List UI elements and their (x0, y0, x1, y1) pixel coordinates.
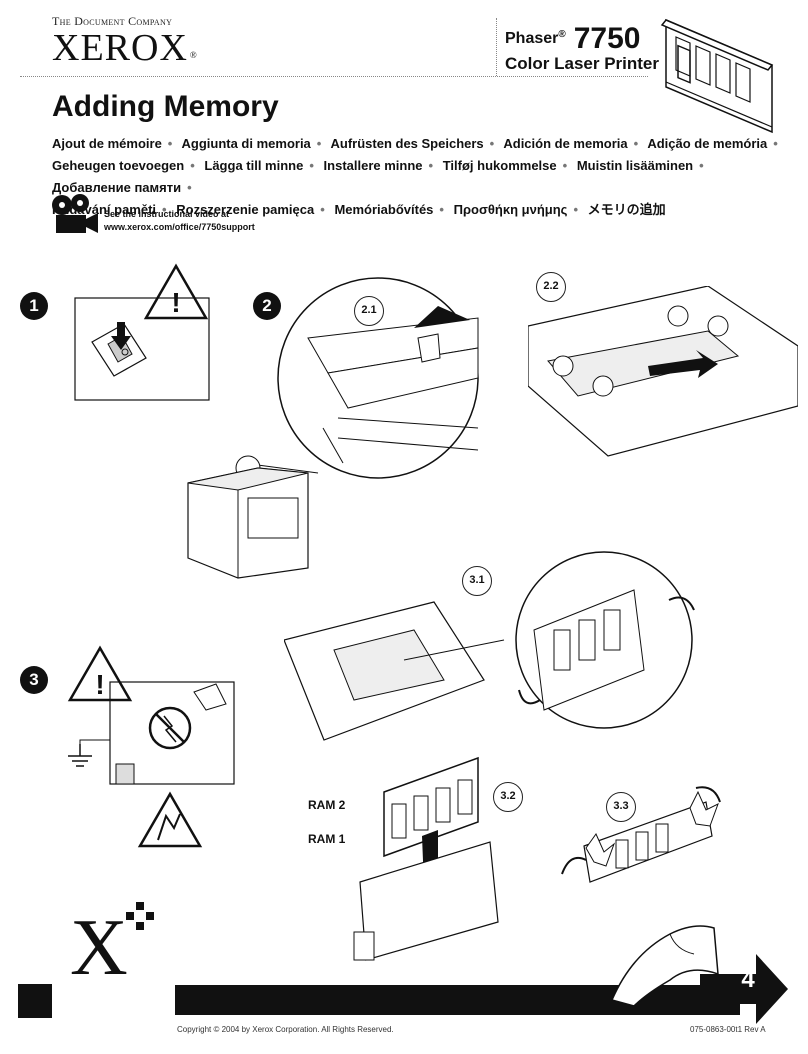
warning-icon (67, 645, 133, 702)
next-page-arrow[interactable] (700, 954, 788, 1024)
page-number: 4 (741, 966, 755, 993)
page-turn-hand-icon (610, 925, 719, 1006)
power-switch-icon (91, 322, 147, 377)
translation-hu: Memóriabővítés (334, 202, 434, 217)
step-3-3-illustration (561, 786, 721, 883)
translation-ja: メモリの追加 (587, 202, 666, 217)
step-3-illustration: ! (67, 645, 235, 848)
translation-el: Προσθήκη μνήμης (453, 202, 568, 217)
translation-no: Installere minne (323, 158, 423, 173)
page-title: Adding Memory (52, 90, 279, 123)
video-note-line1: See the instructional video at (104, 209, 230, 219)
svg-text:X: X (70, 904, 128, 980)
header-vertical-divider (496, 18, 497, 76)
copyright-text: Copyright © 2004 by Xerox Corporation. A… (177, 1025, 394, 1034)
translation-fi: Muistin lisääminen (576, 158, 694, 173)
header-divider (20, 76, 648, 77)
substep-2-1-label: 2.1 (354, 296, 384, 326)
substep-3-3-label: 3.3 (606, 792, 636, 822)
svg-text:!: ! (171, 287, 180, 318)
warning-icon (143, 263, 209, 320)
translation-ru: Добавление памяти (52, 180, 182, 195)
product-reg-mark: ® (558, 29, 566, 40)
product-name: Phaser (505, 30, 559, 47)
substep-3-2-label: 3.2 (493, 782, 523, 812)
memory-module-icon (660, 18, 774, 134)
esd-icon (137, 791, 203, 848)
translation-da: Tilføj hukommelse (442, 158, 557, 173)
product-subtitle: Color Laser Printer (505, 54, 659, 73)
ram-1-label: RAM 1 (308, 832, 346, 846)
translation-sv: Lägga till minne (204, 158, 304, 173)
no-static-icon (148, 706, 192, 750)
xerox-logo: XEROX® (52, 27, 198, 69)
translation-de: Aufrüsten des Speichers (330, 136, 484, 151)
company-tagline: The Document Company (52, 14, 173, 28)
step-1-illustration: ! (74, 263, 210, 401)
translation-es: Adición de memoria (503, 136, 628, 151)
title-translations: Ajout de mémoire• Aggiunta di memoria• A… (52, 136, 778, 217)
video-camera-icon (52, 194, 98, 233)
translation-fr: Ajout de mémoire (52, 136, 162, 151)
translation-pl: Rozszerzenie pamięca (176, 202, 315, 217)
video-note: See the instructional video at www.xerox… (104, 208, 255, 234)
video-note-url[interactable]: www.xerox.com/office/7750support (104, 222, 255, 232)
step-2-2-illustration (528, 286, 798, 457)
ram-2-label: RAM 2 (308, 798, 346, 812)
step-3-number: 3 (20, 666, 48, 694)
product-model: 7750 (573, 22, 641, 55)
step-3-1-illustration (284, 551, 695, 741)
svg-text:!: ! (95, 669, 104, 700)
product-name-block: Phaser® 7750 Color Laser Printer (505, 22, 659, 74)
step-3-2-illustration (353, 756, 499, 961)
xerox-x-logo-icon: X (70, 902, 154, 980)
translation-it: Aggiunta di memoria (181, 136, 311, 151)
step-2-number: 2 (253, 292, 281, 320)
substep-3-1-label: 3.1 (462, 566, 492, 596)
translation-nl: Geheugen toevoegen (52, 158, 185, 173)
ground-icon (68, 739, 110, 767)
brand-name: XEROX (52, 27, 188, 69)
step-2-illustration (187, 277, 479, 579)
document-number: 075-0863-00t1 Rev A (690, 1025, 766, 1034)
translation-pt: Adição de memória (647, 136, 768, 151)
footer-marker (18, 984, 52, 1018)
substep-2-2-label: 2.2 (536, 272, 566, 302)
step-1-number: 1 (20, 292, 48, 320)
